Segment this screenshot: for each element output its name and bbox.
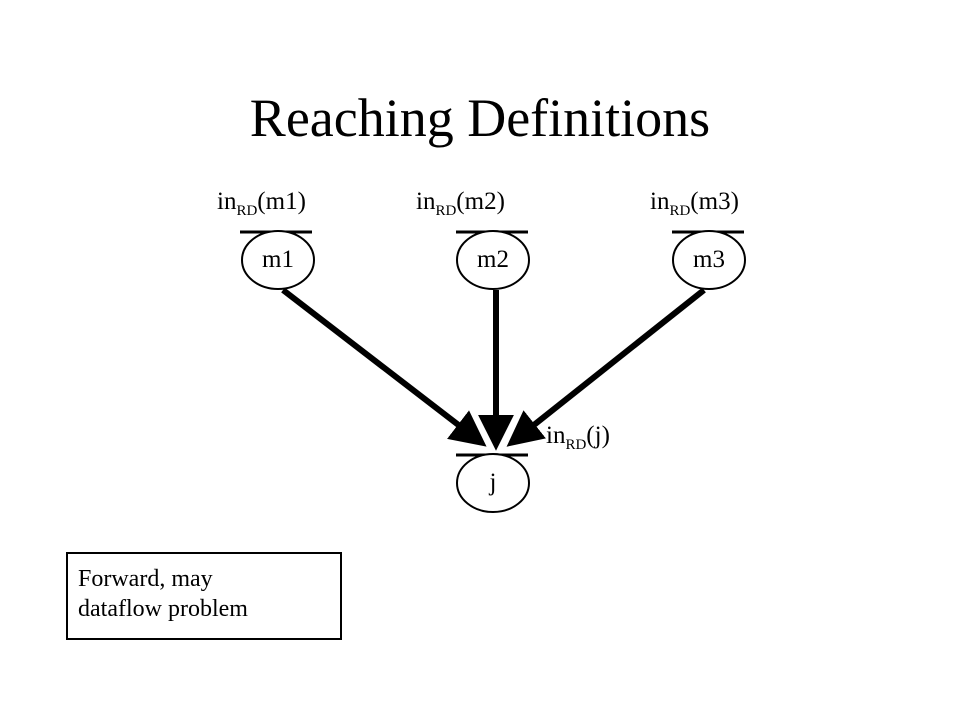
node-label-m1: m1	[262, 246, 294, 273]
in-label-j: inRD(j)	[546, 422, 610, 453]
node-label-m2: m2	[477, 246, 509, 273]
in-label-m2: inRD(m2)	[416, 188, 505, 219]
note-box: Forward, may dataflow problem	[66, 552, 342, 640]
slide-title: Reaching Definitions	[249, 88, 711, 148]
node-j	[456, 453, 530, 513]
node-label-m3: m3	[693, 246, 725, 273]
node-label-j: j	[489, 469, 497, 496]
node-m3	[672, 230, 746, 290]
in-label-m3: inRD(m3)	[650, 188, 739, 219]
edge-m1-to-j	[281, 287, 487, 447]
edge-m3-to-j	[506, 287, 706, 447]
node-m2	[456, 230, 530, 290]
in-label-m1: inRD(m1)	[217, 188, 306, 219]
note-line-2: dataflow problem	[78, 596, 248, 622]
node-m1	[241, 230, 315, 290]
note-line-1: Forward, may	[78, 566, 213, 592]
